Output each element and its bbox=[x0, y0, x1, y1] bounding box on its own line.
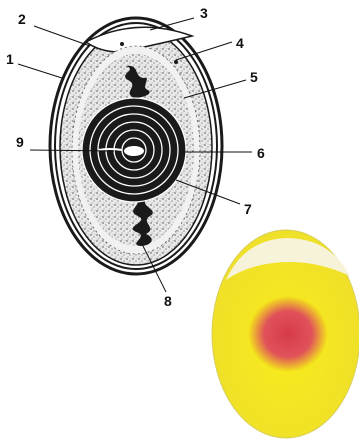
callout-3: 3 bbox=[200, 5, 208, 21]
leader-2 bbox=[34, 26, 90, 46]
callout-9: 9 bbox=[16, 134, 24, 150]
callout-5: 5 bbox=[250, 69, 258, 85]
leader-1 bbox=[18, 64, 62, 78]
latebra bbox=[98, 149, 122, 150]
air-cell-dot bbox=[120, 42, 124, 46]
membrane-dot bbox=[174, 60, 178, 64]
callout-2: 2 bbox=[18, 11, 26, 27]
callout-6: 6 bbox=[257, 145, 265, 161]
callout-4: 4 bbox=[236, 35, 244, 51]
photo-blood-spot bbox=[248, 296, 328, 372]
callout-8: 8 bbox=[164, 293, 172, 309]
egg-cross-section-icon: 1 2 3 4 5 6 7 8 9 bbox=[6, 5, 265, 309]
candled-egg-icon bbox=[212, 230, 359, 438]
callout-1: 1 bbox=[6, 51, 14, 67]
germinal-disc bbox=[124, 146, 144, 156]
callout-7: 7 bbox=[244, 201, 252, 217]
